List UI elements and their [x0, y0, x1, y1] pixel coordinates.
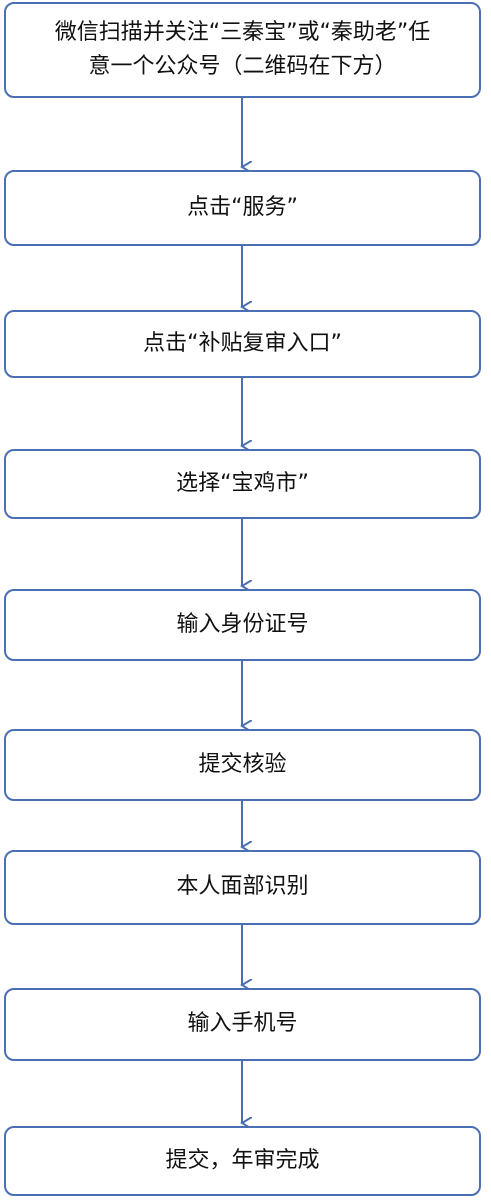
step-text-select-city: 选择“宝鸡市”	[176, 470, 309, 496]
step-text-click-service: 点击“服务”	[187, 194, 298, 220]
step-box-submit-complete: 提交，年审完成	[4, 1126, 481, 1196]
step-box-enter-phone: 输入手机号	[4, 988, 481, 1061]
step-box-select-city: 选择“宝鸡市”	[4, 449, 481, 519]
step-box-enter-id-number: 输入身份证号	[4, 589, 481, 661]
step-box-click-subsidy-review: 点击“补贴复审入口”	[4, 310, 481, 378]
step-text-submit-verification: 提交核验	[198, 751, 287, 777]
step-text-follow-account: 微信扫描并关注“三秦宝”或“秦助老”任 意一个公众号（二维码在下方）	[43, 16, 443, 84]
step-text-line: 意一个公众号（二维码在下方）	[88, 54, 397, 79]
step-text-click-subsidy-review: 点击“补贴复审入口”	[143, 330, 342, 356]
step-box-face-recognition: 本人面部识别	[4, 850, 481, 925]
step-box-submit-verification: 提交核验	[4, 729, 481, 801]
step-box-click-service: 点击“服务”	[4, 170, 481, 246]
step-text-face-recognition: 本人面部识别	[176, 874, 309, 900]
step-box-follow-account: 微信扫描并关注“三秦宝”或“秦助老”任 意一个公众号（二维码在下方）	[4, 2, 481, 98]
step-text-enter-phone: 输入手机号	[187, 1011, 298, 1037]
step-text-line: 微信扫描并关注“三秦宝”或“秦助老”任	[54, 19, 431, 45]
step-text-submit-complete: 提交，年审完成	[165, 1147, 320, 1173]
step-text-enter-id-number: 输入身份证号	[176, 611, 309, 637]
